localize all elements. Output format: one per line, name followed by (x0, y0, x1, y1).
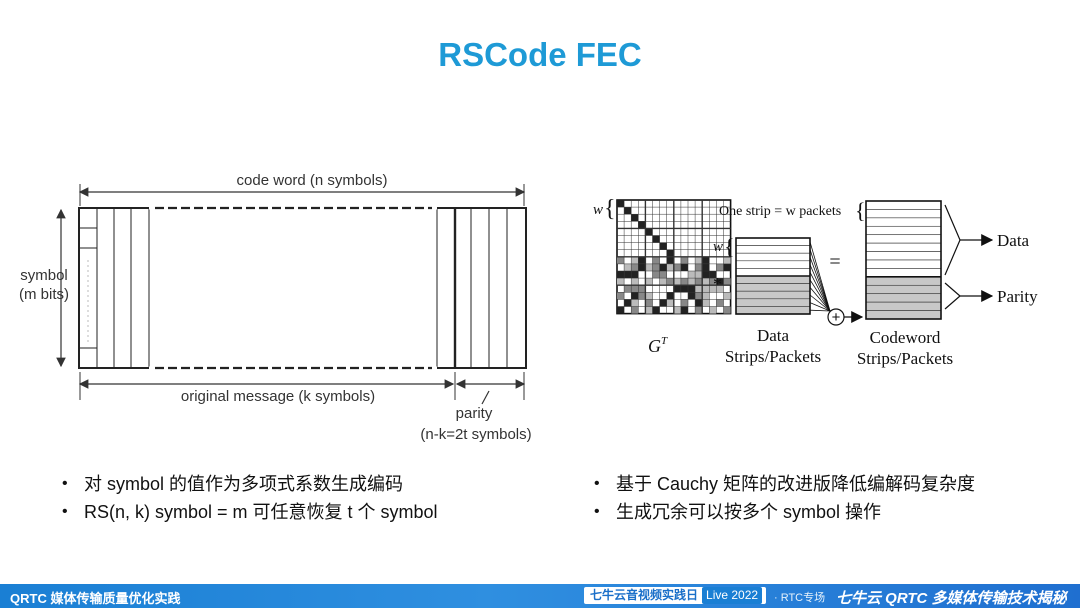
data-strips-label-2: Strips/Packets (725, 347, 821, 366)
data-brace (944, 204, 961, 276)
footer-event-badge: 七牛云音视频实践日 Live 2022 (584, 587, 767, 604)
right-bullet-list: 基于 Cauchy 矩阵的改进版降低编解码复杂度 生成冗余可以按多个 symbo… (588, 470, 975, 526)
data-strips (735, 237, 811, 315)
matrix-w-label: w (593, 202, 603, 218)
rs-codeword-diagram: code word (n symbols) symbol (m bits) or… (19, 172, 532, 443)
list-item: 生成冗余可以按多个 symbol 操作 (588, 498, 975, 526)
codeword-label: code word (n symbols) (237, 172, 388, 189)
svg-text:{: { (604, 196, 616, 222)
svg-text:{: { (855, 198, 866, 223)
parity-label: parity (456, 405, 493, 422)
footer-topic: QRTC 媒体传输质量优化实践 (10, 591, 181, 606)
footer-event-name: 七牛云音视频实践日 (590, 588, 699, 602)
multiply-sign: * (713, 274, 722, 294)
left-bullet-list: 对 symbol 的值作为多项式系数生成编码 RS(n, k) symbol =… (56, 470, 438, 526)
svg-text:{: { (724, 234, 735, 259)
output-parity-label: Parity (997, 287, 1038, 306)
svg-text:+: + (832, 309, 841, 326)
cauchy-encoding-diagram: w { GT * w { Data Strips/Packets + = One… (593, 196, 1038, 368)
list-item: RS(n, k) symbol = m 可任意恢复 t 个 symbol (56, 498, 438, 526)
codeword-strips-label: Codeword (870, 328, 941, 347)
matrix-label: GT (648, 335, 668, 356)
strip-w-label: w (713, 239, 723, 255)
message-label: original message (k symbols) (181, 388, 375, 405)
data-strips-label: Data (757, 326, 790, 345)
list-item: 基于 Cauchy 矩阵的改进版降低编解码复杂度 (588, 470, 975, 498)
generator-matrix (616, 199, 732, 315)
list-item: 对 symbol 的值作为多项式系数生成编码 (56, 470, 438, 498)
symbol-label: symbol (20, 267, 68, 284)
footer-live-badge: Live 2022 (702, 587, 763, 604)
symbol-bits-label: (m bits) (19, 286, 69, 303)
slide-title: RSCode FEC (438, 36, 642, 73)
codeword-block (78, 206, 527, 370)
encoding-fan-lines (809, 241, 831, 312)
output-data-label: Data (997, 231, 1030, 250)
codeword-strips-label-2: Strips/Packets (857, 349, 953, 368)
strip-size-label: One strip = w packets (719, 204, 841, 219)
equals-sign: = (829, 251, 840, 273)
footer-track: · RTC专场 (774, 592, 826, 604)
footer-brand: 七牛云 QRTC 多媒体传输技术揭秘 (836, 590, 1067, 607)
codeword-strips (865, 200, 942, 320)
parity-brace (944, 282, 961, 310)
footer-bar: QRTC 媒体传输质量优化实践 七牛云音视频实践日 Live 2022 · RT… (0, 584, 1080, 608)
parity-size-label: (n-k=2t symbols) (420, 426, 531, 443)
